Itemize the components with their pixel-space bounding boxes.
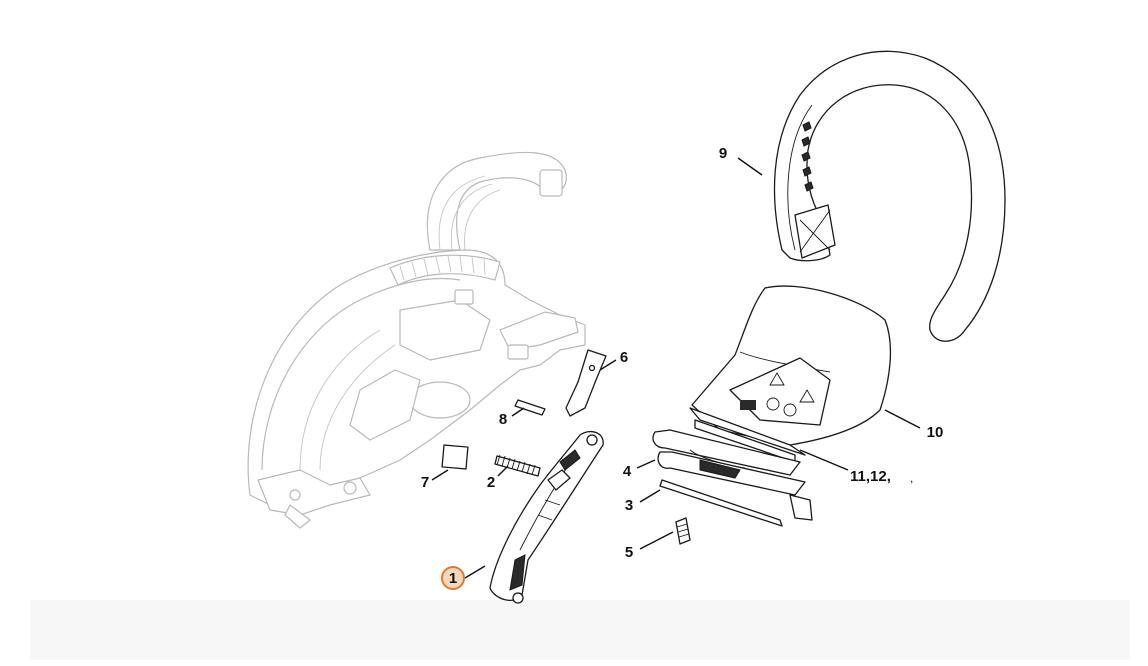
callout-11-12[interactable]: 11,12,: [850, 468, 891, 485]
callout-6[interactable]: 6: [620, 349, 628, 366]
callout-8[interactable]: 8: [499, 411, 507, 428]
part-1-lever: [489, 431, 604, 604]
callout-1-highlight[interactable]: [441, 566, 465, 590]
housing-ghost: [247, 151, 586, 529]
callout-3[interactable]: 3: [625, 497, 633, 514]
callout-9[interactable]: 9: [719, 145, 727, 162]
part-5-spring: [675, 517, 691, 545]
part-6-leaf-spring: [565, 349, 607, 417]
callouts: 1 2 3 4 5 6 7 8 9 10 11,12, ,: [421, 145, 944, 590]
callout-5[interactable]: 5: [625, 544, 633, 561]
stray-mark: ,: [910, 471, 913, 485]
part-4-shaft: [652, 429, 813, 521]
part-9-front-handle: [773, 50, 1006, 342]
callout-1[interactable]: 1: [449, 570, 457, 587]
callout-10[interactable]: 10: [927, 424, 944, 441]
callout-2[interactable]: 2: [487, 474, 495, 491]
part-3-spring-wire: [659, 479, 783, 527]
callout-7[interactable]: 7: [421, 474, 429, 491]
part-8-pin: [514, 399, 546, 416]
callout-4[interactable]: 4: [623, 463, 632, 480]
part-6-hole: [588, 364, 596, 372]
floor-shadow: [30, 600, 1130, 660]
leader-lines: [431, 157, 921, 579]
part-10-hand-guard: [689, 285, 892, 463]
part-7-plate: [441, 444, 469, 470]
part-2-spring: [494, 454, 541, 477]
